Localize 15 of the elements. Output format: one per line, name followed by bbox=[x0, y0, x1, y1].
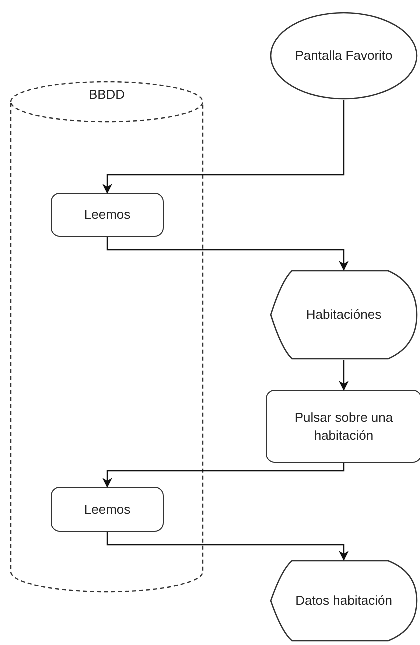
node-label: BBDD bbox=[88, 86, 126, 104]
process-box bbox=[51, 487, 164, 532]
arrow bbox=[106, 237, 349, 271]
node-label: Leemos bbox=[84, 500, 131, 518]
node-label: Datos habitación bbox=[296, 592, 392, 610]
node-label: Pantalla Favorito bbox=[295, 47, 393, 65]
arrow bbox=[102, 100, 345, 194]
process-box bbox=[266, 390, 420, 463]
arrow bbox=[102, 463, 345, 488]
arrow bbox=[339, 360, 349, 391]
node-label: Leemos bbox=[84, 206, 131, 224]
node-label: Pulsar sobre una habitación bbox=[294, 408, 394, 444]
node-label: Habitaciónes bbox=[306, 306, 382, 324]
arrow bbox=[106, 532, 349, 561]
process-box bbox=[51, 193, 164, 237]
